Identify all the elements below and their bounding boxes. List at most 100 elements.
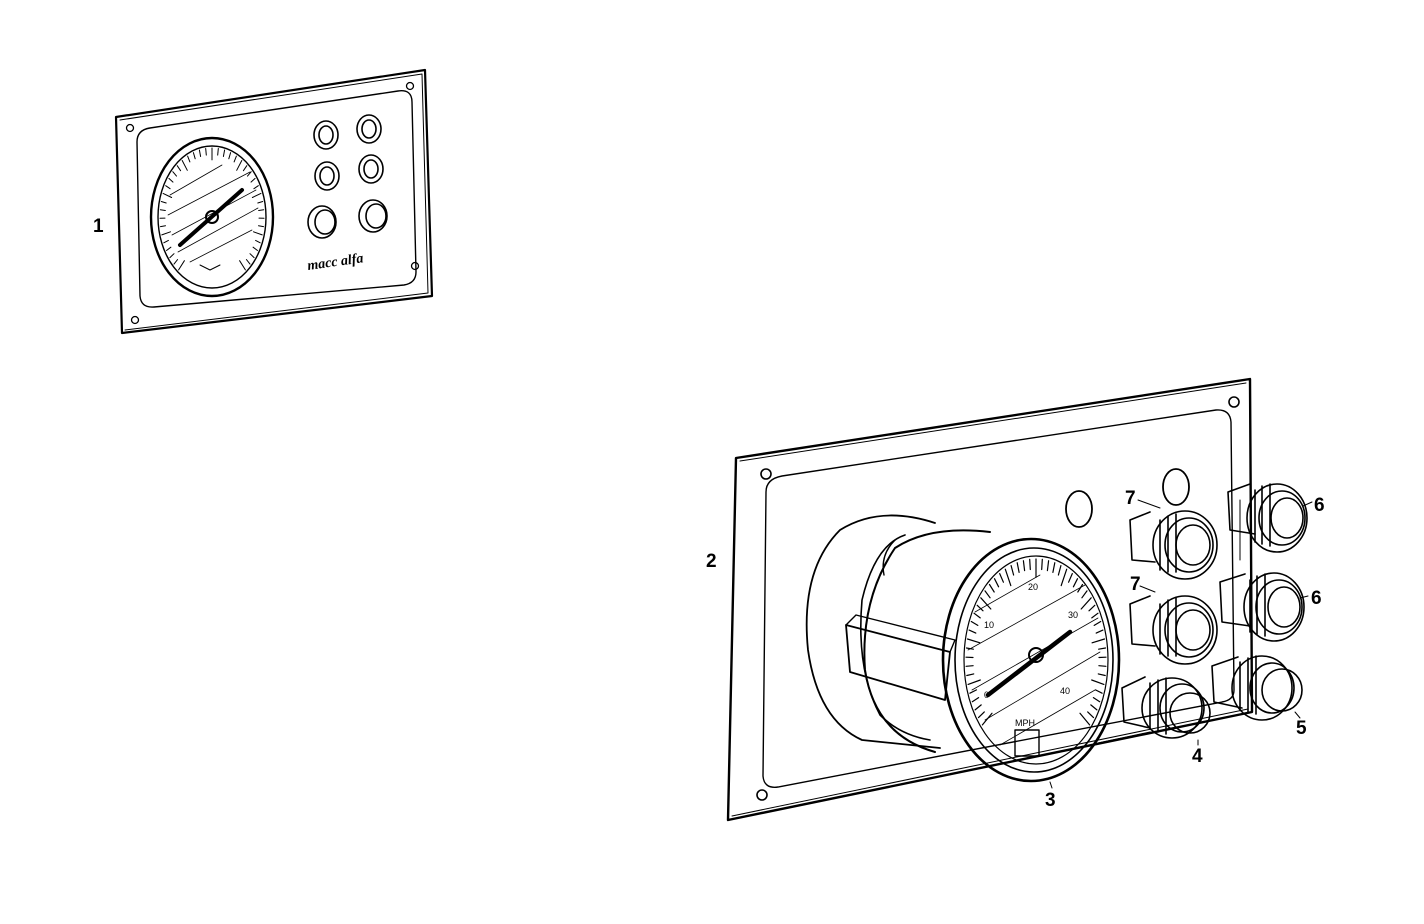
dial-tick (247, 171, 252, 177)
callout-6-lower: 6 (1311, 588, 1322, 609)
dial-tick (172, 171, 177, 177)
callout-3: 3 (1045, 790, 1056, 811)
dial-tick (1022, 560, 1026, 572)
screw-hole (405, 81, 415, 91)
mph-gauge: 0 10 20 30 40 MPH (941, 537, 1121, 783)
dial-tick (980, 597, 992, 610)
dial-tick (258, 209, 265, 211)
dial-tick (160, 201, 167, 204)
dial-tick (159, 209, 166, 211)
indicator-6-lower (1219, 572, 1305, 642)
dial-tick (1057, 564, 1062, 576)
dial-tick (165, 185, 171, 190)
dial-tick (1090, 704, 1098, 711)
dial-tick (1072, 578, 1079, 588)
dial-tick (976, 604, 984, 612)
dial-tick (993, 578, 1000, 588)
dial-tick (1088, 604, 1096, 612)
dial-tick (1010, 564, 1015, 576)
callout-7-upper: 7 (1125, 488, 1136, 509)
screw-hole (756, 789, 768, 801)
dial-tick (967, 679, 981, 686)
dial-tick (205, 148, 207, 156)
screw-hole (1228, 396, 1240, 408)
dial-tick (178, 260, 185, 271)
dial-tick (971, 696, 980, 703)
dial-tick (1097, 673, 1106, 677)
dial-tick (1098, 665, 1107, 667)
dial-tick (249, 253, 255, 259)
dial-tick (965, 665, 974, 667)
dial-tick (253, 185, 259, 190)
dial-tick-label: 0 (984, 690, 989, 700)
dial-tick (176, 165, 182, 172)
large-panel-plate (726, 377, 1254, 822)
dial-tick (242, 165, 248, 172)
callout-5: 5 (1296, 718, 1307, 739)
dial-tick (1004, 568, 1012, 587)
dial-tick (966, 673, 975, 677)
dial-tick (977, 711, 985, 719)
dial-tick (988, 583, 995, 593)
dial-tick (166, 246, 172, 251)
dial-tick (1060, 568, 1068, 587)
dial-tick (228, 152, 232, 160)
dial-tick (1095, 629, 1104, 634)
dial-tick (187, 155, 191, 163)
dial-tick (245, 259, 251, 265)
indicator-6-upper (1227, 483, 1308, 553)
large-panel-assembly: 0 10 20 30 40 MPH (726, 377, 1313, 822)
small-panel-plate (114, 68, 434, 335)
dial-tick (1067, 572, 1073, 583)
dial-tick (173, 259, 179, 265)
dial-tick (257, 201, 264, 204)
small-panel-assembly: macc alfa (114, 68, 434, 335)
dial-tick (1077, 583, 1084, 593)
dial-tick (1052, 562, 1056, 574)
gauge-housing (805, 514, 991, 753)
gauge-needle (985, 629, 1073, 698)
mounting-hole (1065, 490, 1093, 528)
dial-tick (258, 225, 264, 228)
dial-tick (1091, 612, 1099, 619)
dial-tick (1091, 638, 1106, 644)
dial-tick (1097, 647, 1107, 650)
dial-tick (984, 590, 991, 599)
dial-tick-label: 20 (1028, 582, 1038, 592)
dial-tick (970, 620, 979, 627)
screw-hole (760, 468, 772, 480)
dial-tick (222, 149, 226, 157)
dial-tick (160, 225, 166, 228)
dial-tick (966, 638, 981, 644)
dial-tick (161, 231, 171, 236)
dial-tick-label: 30 (1068, 610, 1078, 620)
indicator-7-upper (1129, 510, 1218, 580)
dial-tick (236, 160, 243, 171)
dial-tick-label: 40 (1060, 686, 1070, 696)
mounting-hole (1162, 468, 1190, 506)
dial-tick (1081, 590, 1088, 599)
small-panel-gauge (149, 136, 275, 298)
indicator-7-lower (1129, 595, 1218, 665)
callout-7-lower: 7 (1130, 574, 1141, 595)
panel-brand-label: macc alfa (306, 251, 364, 274)
dial-tick (198, 149, 202, 157)
dial-tick (969, 689, 978, 694)
dial-tick (192, 152, 196, 160)
dial-tick (1041, 558, 1043, 571)
dial-tick (162, 192, 173, 198)
screw-hole (410, 261, 420, 271)
dial-tick (253, 231, 263, 236)
dial-tick (1046, 560, 1050, 572)
small-panel-indicators (307, 114, 388, 239)
dial-tick (1092, 696, 1101, 703)
screw-hole (125, 123, 135, 133)
mounting-bracket (845, 624, 951, 701)
callout-6-upper: 6 (1314, 495, 1325, 516)
screw-hole (130, 315, 140, 325)
dial-tick (973, 612, 981, 619)
dial-tick (999, 572, 1005, 583)
dial-tick (1080, 597, 1092, 610)
dial-tick (974, 704, 982, 711)
callout-2: 2 (706, 551, 717, 572)
